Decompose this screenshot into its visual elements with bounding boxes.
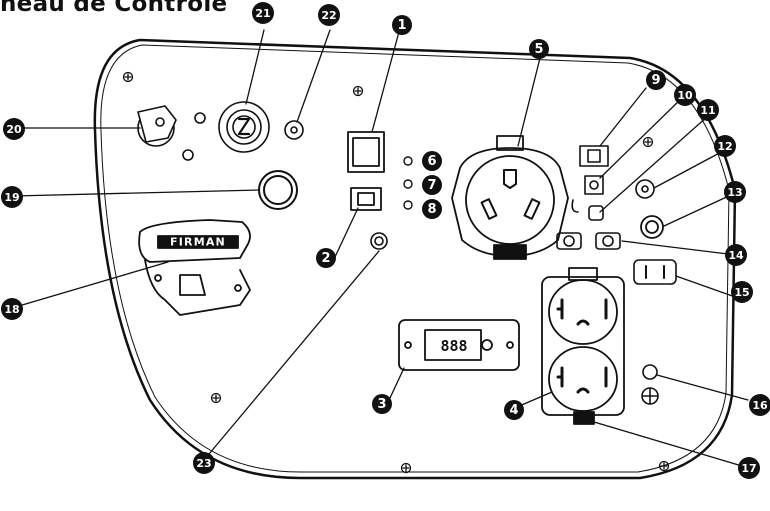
mounting-screw [210, 392, 222, 404]
callout-label: 4 [509, 403, 518, 418]
callout-21: 21 [252, 2, 274, 24]
callout-label: 6 [427, 154, 436, 169]
callout-5: 5 [529, 39, 549, 59]
ground-terminal [641, 364, 659, 405]
callout-8: 8 [422, 199, 442, 219]
callout-label: 2 [321, 251, 330, 266]
panel-title: neau de Contrôle [0, 0, 228, 17]
callout-label: 21 [255, 7, 270, 20]
callout-22: 22 [318, 4, 340, 26]
callout-17: 17 [738, 457, 760, 479]
twist-lock-outlet [451, 135, 569, 260]
callout-1: 1 [392, 15, 412, 35]
callout-12: 12 [714, 135, 736, 157]
callout-label: 14 [728, 249, 744, 262]
callout-2: 2 [316, 248, 336, 268]
callout-label: 10 [677, 89, 693, 102]
callout-11: 11 [697, 99, 719, 121]
callout-13: 13 [724, 181, 746, 203]
parallel-switch [579, 145, 609, 167]
mounting-screw [352, 85, 364, 97]
callout-9: 9 [646, 70, 666, 90]
reset-button [370, 232, 388, 250]
parallel-terminals [556, 232, 621, 250]
callout-label: 3 [377, 397, 386, 412]
callout-16: 16 [749, 394, 770, 416]
digital-display [398, 319, 520, 371]
callout-label: 22 [321, 9, 336, 22]
duplex-outlet [541, 267, 625, 425]
callout-label: 19 [4, 191, 19, 204]
small-valve [284, 120, 304, 140]
mounting-screw [642, 136, 654, 148]
callout-7: 7 [422, 175, 442, 195]
callout-label: 5 [534, 42, 543, 57]
mounting-screw [658, 460, 670, 472]
round-button [258, 170, 298, 210]
callout-19: 19 [1, 186, 23, 208]
callout-label: 1 [397, 18, 406, 33]
callout-label: 13 [727, 186, 742, 199]
callout-20: 20 [3, 118, 25, 140]
callout-10: 10 [674, 84, 696, 106]
dc-outlet [633, 259, 677, 285]
eco-switch [350, 187, 382, 211]
mounting-screw [122, 71, 134, 83]
leader-lines [11, 27, 749, 467]
callout-label: 8 [427, 202, 436, 217]
recoil-handle [138, 219, 251, 316]
round-connector [640, 215, 664, 239]
callout-4: 4 [504, 400, 524, 420]
callout-18: 18 [1, 298, 23, 320]
indicator-leds [403, 156, 413, 210]
small-square-button [588, 205, 604, 221]
fuel-gauge [218, 101, 270, 153]
callout-label: 12 [717, 140, 732, 153]
callout-label: 23 [196, 457, 211, 470]
callout-23: 23 [193, 452, 215, 474]
callout-label: 11 [700, 104, 715, 117]
callout-label: 15 [734, 286, 749, 299]
callout-label: 17 [741, 462, 756, 475]
callout-label: 16 [752, 399, 768, 412]
usb-indicator [571, 175, 604, 213]
callout-3: 3 [372, 394, 392, 414]
callout-label: 9 [651, 73, 660, 88]
oil-valve [635, 179, 655, 199]
main-switch [347, 131, 385, 173]
mounting-screw [400, 462, 412, 474]
callout-label: 18 [4, 303, 19, 316]
brand-logo: FIRMAN [170, 236, 226, 249]
fuel-lever [137, 105, 206, 161]
callout-6: 6 [422, 151, 442, 171]
callout-15: 15 [731, 281, 753, 303]
callout-14: 14 [725, 244, 747, 266]
callout-label: 7 [427, 178, 436, 193]
display-readout: 888 [440, 337, 467, 355]
callout-label: 20 [6, 123, 22, 136]
